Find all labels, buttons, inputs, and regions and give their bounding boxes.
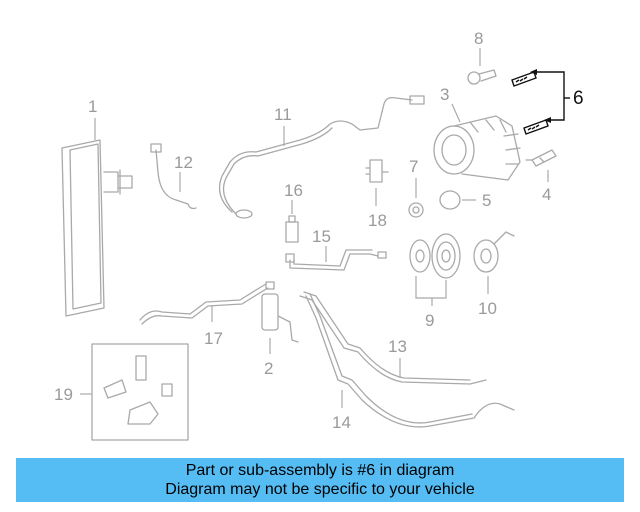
seal-5-part[interactable] [439, 190, 461, 210]
line-11-part[interactable] [218, 95, 425, 219]
switch-16-part[interactable] [285, 215, 299, 243]
clutch-9-part[interactable] [409, 233, 461, 279]
callout-11: 11 [274, 105, 292, 124]
callout-13: 13 [388, 337, 407, 356]
condenser-part[interactable] [61, 139, 133, 317]
callout-10: 10 [478, 299, 497, 318]
hose-17-part[interactable] [139, 281, 275, 325]
bolt-8-part[interactable] [467, 69, 497, 85]
callout-17: 17 [204, 329, 223, 348]
callout-7: 7 [409, 157, 418, 176]
callout-14: 14 [332, 413, 351, 432]
sensor-18-part[interactable] [365, 159, 389, 183]
compressor-part[interactable] [433, 115, 521, 181]
line-13-part[interactable] [299, 291, 487, 385]
line-14-part[interactable] [305, 293, 515, 428]
banner-line-2: Diagram may not be specific to your vehi… [165, 481, 475, 498]
callout-18: 18 [368, 211, 387, 230]
valve-4-part[interactable] [525, 149, 557, 167]
coil-10-part[interactable] [473, 231, 515, 273]
callout-15: 15 [312, 227, 331, 246]
callout-9: 9 [425, 311, 434, 330]
stud-6-part[interactable] [511, 71, 549, 135]
callout-16: 16 [284, 181, 303, 200]
callout-4: 4 [542, 185, 551, 204]
parts-diagram: 1 12 11 3 8 6 [54, 29, 584, 441]
callout-1: 1 [88, 97, 97, 116]
callout-19: 19 [54, 385, 73, 404]
arrow-icon [530, 69, 537, 75]
drier-2-part[interactable] [261, 293, 299, 343]
callout-2: 2 [264, 359, 273, 378]
callout-12: 12 [174, 153, 193, 172]
seal-kit-19-part[interactable] [91, 343, 189, 441]
callout-5: 5 [482, 191, 491, 210]
callout-6: 6 [573, 88, 584, 109]
callout-3: 3 [440, 85, 449, 104]
banner-line-1: Part or sub-assembly is #6 in diagram [185, 462, 455, 479]
callout-8: 8 [474, 29, 483, 48]
cap-7-part[interactable] [408, 202, 424, 218]
arrow-icon [544, 117, 551, 123]
tube-15-part[interactable] [285, 249, 387, 271]
hose-12-part[interactable] [150, 143, 197, 210]
info-banner: Part or sub-assembly is #6 in diagram Di… [16, 458, 624, 502]
